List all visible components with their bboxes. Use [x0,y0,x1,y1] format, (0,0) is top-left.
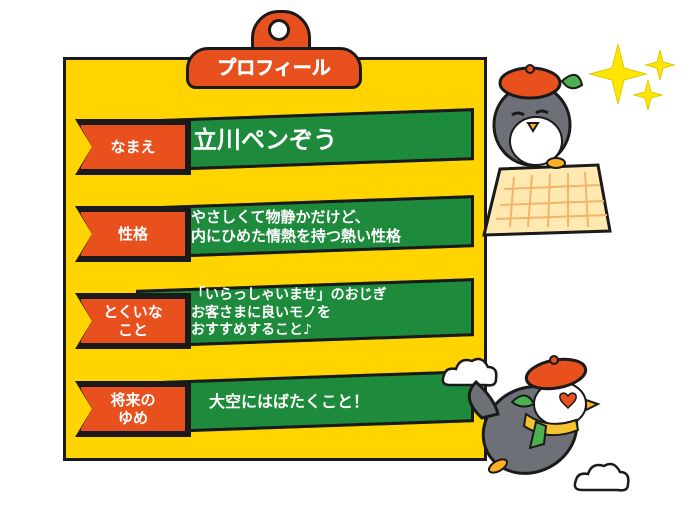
dream-label: 将来の ゆめ [110,391,156,427]
skill-label: とくいな こと [103,303,163,339]
profile-row-dream: 大空にはばたくこと！ 将来の ゆめ [75,370,486,437]
name-value: 立川ペンぞう [193,126,337,154]
penguin-mascot [482,64,612,237]
hanger-hole [268,19,290,41]
cloud-icon [573,462,630,492]
skill-label-tag: とくいな こと [78,296,188,346]
personality-label-tag: 性格 [78,209,188,259]
sparkle-icon [588,43,676,111]
profile-row-personality: やさしくて物静かだけど、 内にひめた情熱を持つ熱い性格 性格 [75,195,486,262]
profile-row-skill: 「いらっしゃいませ」のおじぎ お客さまに良いモノを おすすめすること♪ とくいな… [75,278,486,349]
dream-value: 大空にはばたくこと！ [209,392,370,411]
personality-label: 性格 [117,225,148,243]
personality-value: やさしくて物静かだけど、 内にひめた情熱を持つ熱い性格 [191,208,402,245]
name-label-tag: なまえ [78,122,188,172]
skill-value: 「いらっしゃいませ」のおじぎ お客さまに良いモノを おすすめすること♪ [191,286,387,338]
cloud-icon [441,357,498,387]
profile-row-name: 立川ペンぞう なまえ [75,108,486,175]
dream-label-tag: 将来の ゆめ [78,384,188,434]
name-label: なまえ [110,138,156,156]
profile-title: プロフィール [186,47,362,89]
penguin-mascot [467,355,601,475]
building-icon [482,163,612,237]
